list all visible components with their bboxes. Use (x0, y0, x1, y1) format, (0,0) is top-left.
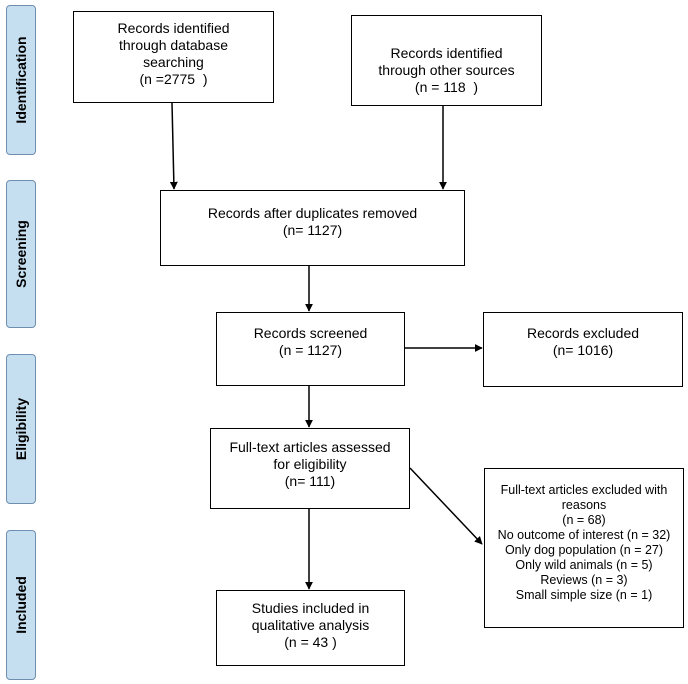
box-line: (n = 68) (562, 513, 606, 527)
box-line: searching (143, 54, 204, 70)
box-line: (n= 111) (284, 473, 336, 489)
box-fulltext-assessed: Full-text articles assessed for eligibil… (210, 428, 410, 509)
box-line: Records identified (117, 20, 230, 36)
box-line: No outcome of interest (n = 32) (497, 528, 671, 542)
box-line: Records identified (390, 45, 503, 61)
phase-screening: Screening (6, 180, 36, 328)
arrow-db-to-duplicates (169, 102, 178, 190)
box-line: for eligibility (273, 456, 347, 472)
box-line: Reviews (n = 3) (540, 573, 628, 587)
box-line: Studies included in (251, 600, 370, 616)
box-line: (n = 118 ) (414, 79, 479, 95)
phase-eligibility: Eligibility (6, 354, 36, 504)
phase-screening-label: Screening (13, 220, 29, 288)
box-line: Only dog population (n = 27) (504, 543, 664, 557)
box-line: qualitative analysis (251, 617, 370, 633)
box-line: (n= 1127) (282, 222, 343, 238)
box-line: (n =2775 ) (139, 71, 208, 87)
box-studies-included: Studies included in qualitative analysis… (216, 590, 405, 666)
box-line: Only wild animals (n = 5) (515, 558, 653, 572)
phase-identification-label: Identification (13, 36, 29, 124)
box-fulltext-excluded: Full-text articles excluded with reasons… (484, 468, 684, 628)
phase-included-label: Included (13, 576, 29, 634)
box-line: Records screened (253, 325, 368, 341)
phase-eligibility-label: Eligibility (13, 397, 29, 461)
box-line: (n= 1016) (552, 342, 614, 358)
box-line: (n = 1127) (278, 342, 343, 358)
box-line: through other sources (378, 62, 515, 78)
box-records-excluded: Records excluded (n= 1016) (483, 312, 683, 387)
box-line: Small simple size (n = 1) (515, 588, 653, 602)
box-after-duplicates: Records after duplicates removed (n= 112… (160, 190, 465, 266)
box-line: Full-text articles assessed (229, 439, 391, 455)
box-line: Full-text articles excluded with (500, 483, 668, 497)
phase-included: Included (6, 530, 36, 680)
phase-identification: Identification (6, 5, 36, 155)
box-database-search: Records identified through database sear… (73, 11, 274, 103)
box-line: through database (119, 37, 228, 53)
box-line: reasons (561, 498, 607, 512)
box-line: (n = 43 ) (284, 634, 337, 650)
arrow-fulltext-to-excluded (409, 467, 483, 545)
box-line: Records after duplicates removed (207, 205, 418, 221)
box-line: Records excluded (526, 325, 640, 341)
box-other-sources: Records identified through other sources… (351, 15, 542, 106)
box-records-screened: Records screened (n = 1127) (216, 312, 405, 386)
